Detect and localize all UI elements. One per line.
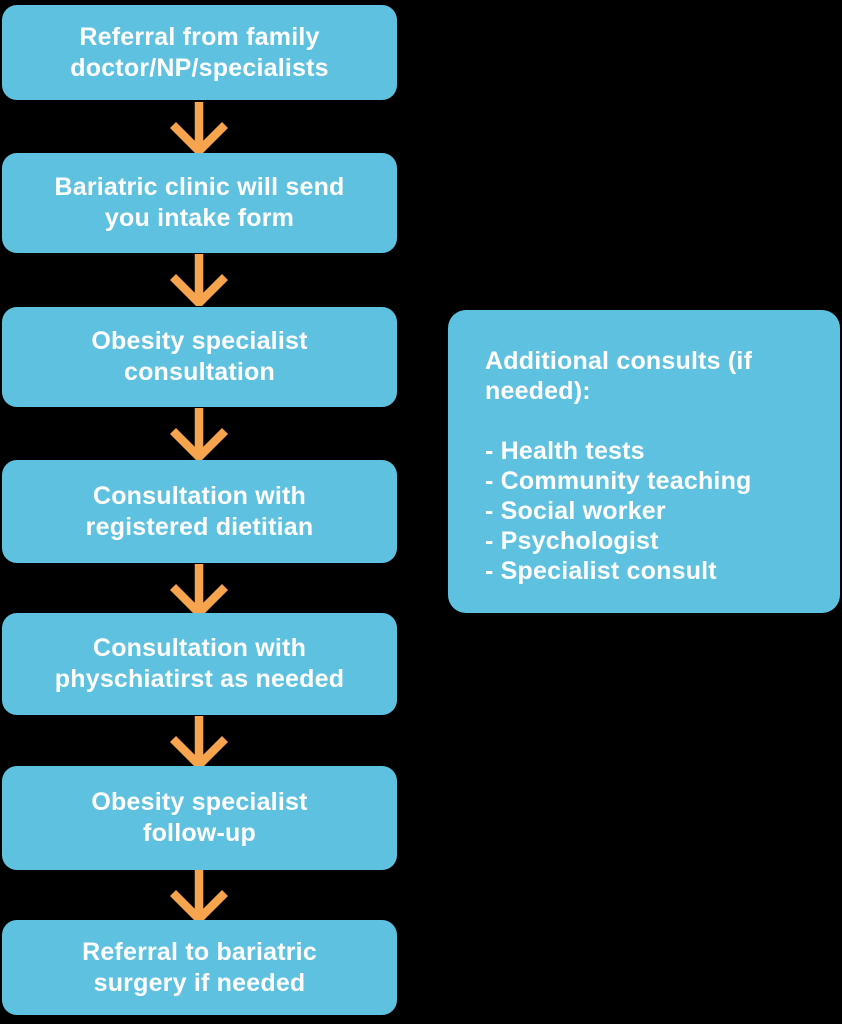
flow-step-psychiatrist: Consultation with physchiatirst as neede… — [2, 613, 397, 715]
list-item: - Specialist consult — [485, 557, 717, 585]
side-box-list: - Health tests - Community teaching - So… — [485, 436, 810, 586]
side-note-box: Additional consults (if needed): - Healt… — [448, 310, 840, 613]
flow-step-obesity-consult: Obesity specialist consultation — [2, 307, 397, 407]
arrow-down-icon — [169, 408, 229, 460]
list-item: - Psychologist — [485, 527, 659, 555]
arrow-down-icon — [169, 254, 229, 306]
flow-step-label: Referral from family doctor/NP/specialis… — [70, 22, 329, 82]
flow-step-follow-up: Obesity specialist follow-up — [2, 766, 397, 870]
list-item: - Health tests — [485, 437, 645, 465]
flow-step-label: Obesity specialist consultation — [91, 327, 308, 386]
list-item: - Social worker — [485, 497, 666, 525]
side-box-title: Additional consults (if needed): — [485, 347, 753, 405]
arrow-down-icon — [169, 716, 229, 768]
arrow-down-icon — [169, 564, 229, 616]
flow-step-dietitian: Consultation with registered dietitian — [2, 460, 397, 563]
flow-step-intake-form: Bariatric clinic will send you intake fo… — [2, 153, 397, 253]
arrow-down-icon — [169, 870, 229, 922]
flow-step-label: Bariatric clinic will send you intake fo… — [54, 173, 345, 232]
flow-step-label: Consultation with registered dietitian — [85, 481, 314, 541]
flow-step-label: Referral to bariatric surgery if needed — [82, 937, 317, 997]
flow-step-label: Consultation with physchiatirst as neede… — [54, 634, 345, 693]
flow-step-label: Obesity specialist follow-up — [91, 788, 308, 847]
list-item: - Community teaching — [485, 467, 752, 495]
flow-step-referral-in: Referral from family doctor/NP/specialis… — [2, 5, 397, 100]
arrow-down-icon — [169, 102, 229, 154]
flow-step-surgery-referral: Referral to bariatric surgery if needed — [2, 920, 397, 1015]
